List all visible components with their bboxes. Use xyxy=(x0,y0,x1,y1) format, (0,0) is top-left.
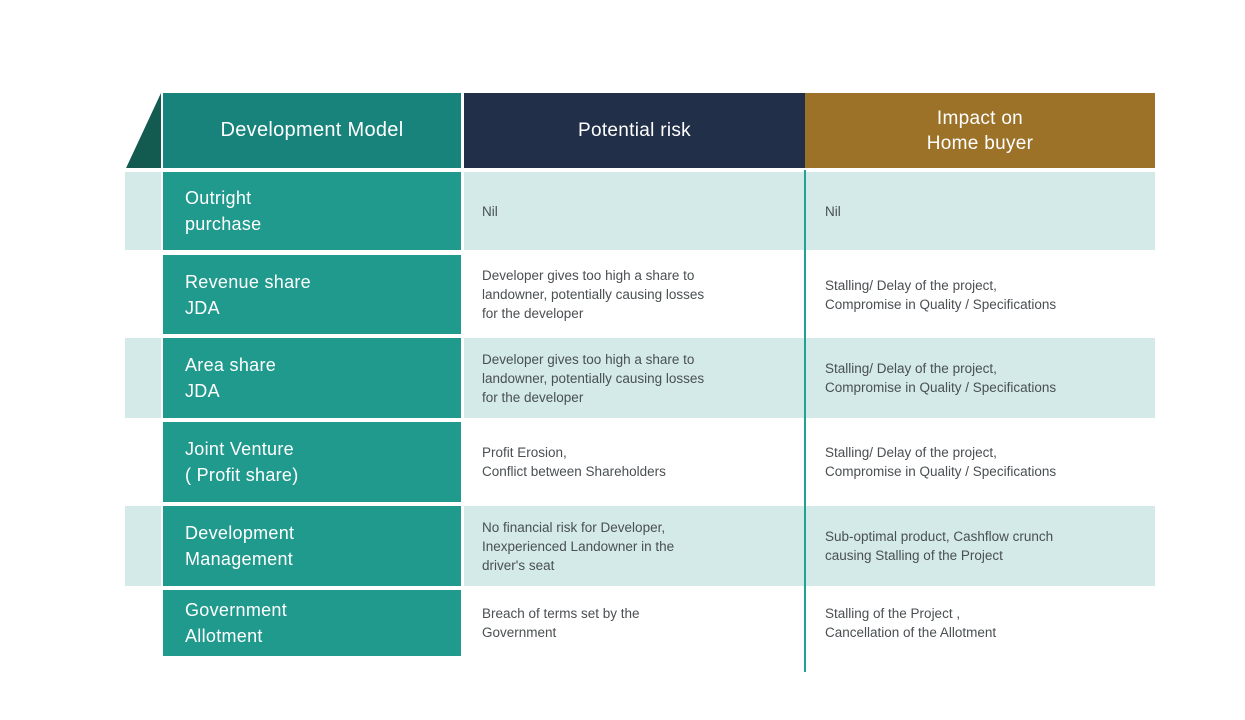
model-cell: Joint Venture ( Profit share) xyxy=(163,422,461,502)
header-development-model: Development Model xyxy=(163,93,461,168)
table-row: Development Management No financial risk… xyxy=(125,506,1155,586)
header-potential-risk: Potential risk xyxy=(464,93,805,168)
risk-cell: Profit Erosion, Conflict between Shareho… xyxy=(464,422,805,502)
impact-cell: Sub-optimal product, Cashflow crunch cau… xyxy=(805,506,1155,586)
row-accent-strip xyxy=(125,338,161,418)
risk-cell: No financial risk for Developer, Inexper… xyxy=(464,506,805,586)
table-row: Joint Venture ( Profit share) Profit Ero… xyxy=(125,422,1155,502)
impact-cell: Stalling of the Project , Cancellation o… xyxy=(805,590,1155,656)
risk-cell: Developer gives too high a share to land… xyxy=(464,338,805,418)
comparison-table: Development Model Potential risk Impact … xyxy=(125,93,1155,672)
model-cell: Government Allotment xyxy=(163,590,461,656)
table-row: Government Allotment Breach of terms set… xyxy=(125,590,1155,656)
risk-cell: Developer gives too high a share to land… xyxy=(464,255,805,334)
header-impact-on-home-buyer: Impact on Home buyer xyxy=(805,93,1155,168)
corner-triangle-icon xyxy=(126,93,161,168)
row-accent-strip xyxy=(125,172,161,250)
impact-cell: Nil xyxy=(805,172,1155,250)
impact-cell: Stalling/ Delay of the project, Compromi… xyxy=(805,338,1155,418)
header-corner xyxy=(125,93,161,168)
table-body: Outright purchase Nil Nil Revenue share … xyxy=(125,172,1155,656)
table-header-row: Development Model Potential risk Impact … xyxy=(125,93,1155,168)
column-divider-line xyxy=(804,170,806,672)
model-cell: Area share JDA xyxy=(163,338,461,418)
table-row: Revenue share JDA Developer gives too hi… xyxy=(125,255,1155,334)
risk-cell: Nil xyxy=(464,172,805,250)
model-cell: Revenue share JDA xyxy=(163,255,461,334)
table-row: Area share JDA Developer gives too high … xyxy=(125,338,1155,418)
table-row: Outright purchase Nil Nil xyxy=(125,172,1155,250)
model-cell: Development Management xyxy=(163,506,461,586)
impact-cell: Stalling/ Delay of the project, Compromi… xyxy=(805,422,1155,502)
row-accent-strip xyxy=(125,255,161,334)
risk-cell: Breach of terms set by the Government xyxy=(464,590,805,656)
model-cell: Outright purchase xyxy=(163,172,461,250)
row-accent-strip xyxy=(125,422,161,502)
row-accent-strip xyxy=(125,590,161,656)
row-accent-strip xyxy=(125,506,161,586)
impact-cell: Stalling/ Delay of the project, Compromi… xyxy=(805,255,1155,334)
